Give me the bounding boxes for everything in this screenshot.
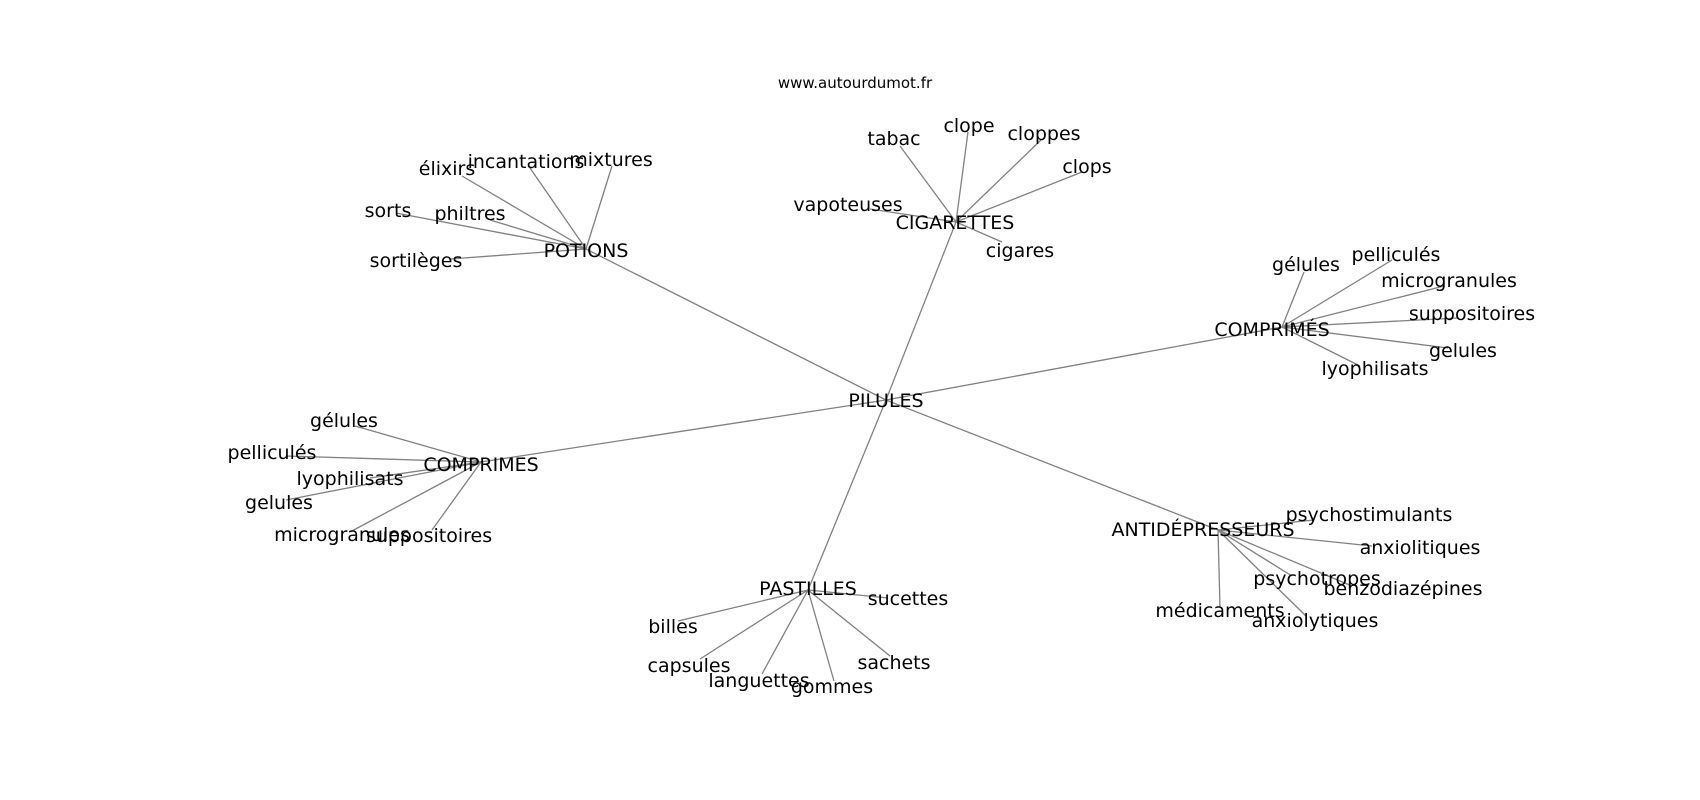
edge-group-to-word (955, 221, 1003, 243)
word-node[interactable]: suppositoires (1409, 303, 1535, 325)
word-node[interactable]: gelules (245, 492, 313, 514)
word-node[interactable]: gélules (1272, 254, 1340, 276)
word-node[interactable]: gelules (1429, 340, 1497, 362)
word-node[interactable]: sortilèges (370, 250, 463, 272)
edge-group-to-word (1281, 271, 1305, 328)
word-node[interactable]: microgranules (274, 524, 410, 546)
edge-group-to-word (1281, 259, 1393, 328)
group-node[interactable]: COMPRIMES (423, 454, 538, 476)
edge-group-to-word (285, 455, 482, 463)
edges-layer (285, 131, 1459, 682)
word-node[interactable]: clops (1062, 156, 1111, 178)
word-node[interactable]: vapoteuses (793, 194, 902, 216)
edge-root-to-group (585, 248, 887, 401)
group-node[interactable]: COMPRIMÉS (1214, 318, 1329, 341)
word-node[interactable]: benzodiazépines (1323, 578, 1482, 600)
word-node[interactable]: cloppes (1007, 123, 1080, 145)
edge-group-to-word (1217, 529, 1353, 587)
word-node[interactable]: élixirs (419, 158, 475, 180)
edge-group-to-word (1217, 519, 1315, 531)
edge-group-to-word (431, 461, 482, 531)
word-node[interactable]: anxiolitiques (1360, 537, 1481, 559)
word-node[interactable]: philtres (434, 203, 505, 225)
edge-root-to-group (885, 326, 1283, 401)
word-node[interactable]: médicaments (1155, 600, 1284, 622)
group-node[interactable]: PASTILLES (759, 578, 857, 600)
group-node[interactable]: CIGARETTES (896, 212, 1015, 234)
edge-group-to-word (955, 171, 1083, 223)
edge-group-to-word (807, 589, 889, 599)
word-node[interactable]: sachets (857, 652, 930, 674)
group-node[interactable]: POTIONS (544, 240, 629, 262)
word-node[interactable]: sorts (365, 200, 412, 222)
edge-group-to-word (369, 461, 482, 479)
edge-group-to-word (1281, 326, 1449, 349)
edge-group-to-word (585, 165, 613, 250)
edge-group-to-word (955, 131, 969, 223)
edge-root-to-group (885, 399, 1219, 531)
edge-group-to-word (1281, 285, 1445, 328)
edge-group-to-word (489, 219, 587, 250)
word-node[interactable]: cigares (986, 240, 1054, 262)
word-node[interactable]: psychostimulants (1286, 504, 1453, 526)
word-node[interactable]: microgranules (1381, 270, 1517, 292)
edge-group-to-word (354, 425, 482, 463)
edge-group-to-word (395, 212, 587, 250)
edge-group-to-word (349, 461, 482, 533)
site-url: www.autourdumot.fr (778, 74, 933, 92)
word-node[interactable]: pelliculés (228, 442, 317, 464)
edge-group-to-word (869, 208, 957, 223)
word-node[interactable]: lyophilisats (297, 468, 404, 490)
word-node[interactable]: tabac (867, 128, 920, 150)
edge-group-to-word (761, 589, 809, 675)
edge-group-to-word (1217, 529, 1293, 577)
edge-group-to-word (807, 589, 891, 657)
edge-group-to-word (449, 248, 587, 260)
word-node[interactable]: lyophilisats (1322, 358, 1429, 380)
word-node[interactable]: clope (943, 115, 994, 137)
edge-group-to-word (1217, 529, 1307, 617)
edge-group-to-word (677, 589, 809, 622)
word-node[interactable]: gommes (791, 676, 873, 698)
edge-group-to-word (807, 589, 835, 682)
edge-group-to-word (1217, 529, 1373, 547)
edge-group-to-word (1217, 529, 1221, 609)
edge-group-to-word (955, 139, 1042, 223)
edge-group-to-word (529, 167, 587, 250)
word-node[interactable]: languettes (708, 670, 809, 692)
edge-root-to-group (480, 399, 887, 463)
word-node[interactable]: pelliculés (1352, 244, 1441, 266)
edge-group-to-word (699, 589, 809, 660)
group-node[interactable]: ANTIDÉPRESSEURS (1111, 518, 1294, 541)
edge-root-to-group (807, 399, 887, 591)
word-node[interactable]: capsules (648, 655, 731, 677)
edge-root-to-group (885, 221, 957, 401)
word-node[interactable]: sucettes (868, 588, 949, 610)
edge-group-to-word (899, 145, 957, 223)
word-node[interactable]: billes (648, 616, 698, 638)
edge-group-to-word (285, 461, 482, 501)
word-node[interactable]: gélules (310, 410, 378, 432)
root-node[interactable]: PILULES (848, 390, 923, 412)
edge-group-to-word (1281, 326, 1361, 367)
word-node[interactable]: suppositoires (366, 525, 492, 547)
word-node[interactable]: incantations (468, 151, 585, 173)
word-node[interactable]: anxiolytiques (1252, 610, 1379, 632)
word-node[interactable]: psychotropes (1253, 568, 1380, 590)
edge-group-to-word (461, 175, 587, 250)
word-node[interactable]: mixtures (569, 149, 653, 171)
edge-group-to-word (1281, 317, 1459, 328)
